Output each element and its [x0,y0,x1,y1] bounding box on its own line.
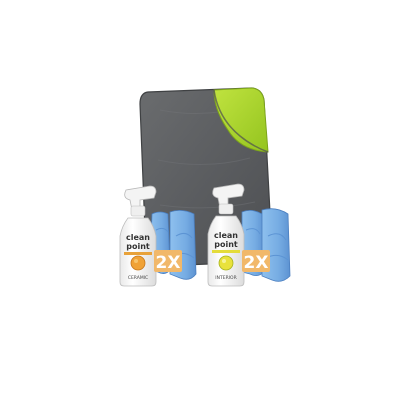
badge-2x-right-text: 2X [244,253,269,273]
badge-2x-left-text: 2X [156,253,181,273]
orange-icon [130,255,146,271]
brand-line1: clean [126,233,150,242]
product-name: CERAMIC [128,275,148,281]
product-name: INTERIOR [215,275,236,281]
brand-line2: point [126,242,150,251]
badge-2x-left: 2X [154,250,182,273]
brand-line2: point [214,240,238,249]
brand-line1: clean [214,231,238,240]
lemon-icon [218,255,234,271]
spray-bottle-left: clean point CERAMIC [119,185,157,287]
badge-2x-right: 2X [242,250,270,273]
spray-trigger [124,185,157,211]
spray-bottle-right: clean point INTERIOR [207,183,245,287]
towel-large-green-corner [213,87,269,153]
spray-trigger [212,183,245,209]
